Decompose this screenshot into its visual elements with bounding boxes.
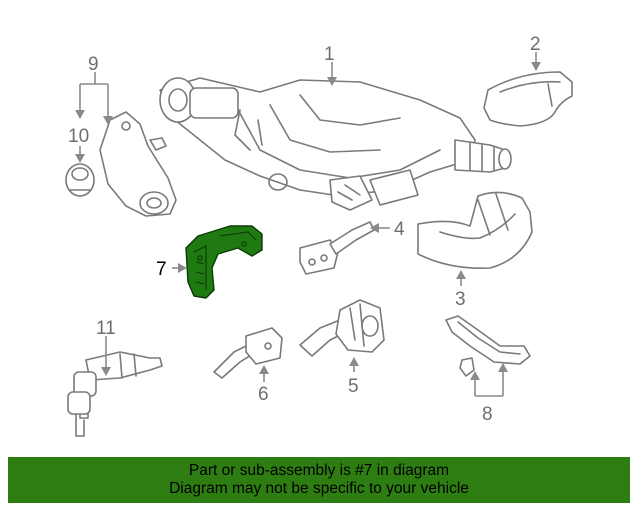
part-3-lower-shroud[interactable] [417,191,533,270]
part-10-lock-cylinder[interactable] [65,163,95,197]
part-9-ignition-housing[interactable] [99,111,177,217]
part-11-key-set[interactable] [67,351,163,437]
callout-11: 11 [96,318,116,339]
callout-3: 3 [455,289,466,310]
part-2-upper-shroud[interactable] [483,71,573,127]
banner-line-disclaimer: Diagram may not be specific to your vehi… [169,480,469,497]
part-6-wiper-lever[interactable] [213,327,283,379]
part-1-steering-column[interactable] [159,77,512,211]
callout-7: 7 [156,259,167,280]
callout-2: 2 [530,34,541,55]
steering-column-exploded-diagram: 1 2 3 4 5 6 7 8 9 10 11 [65,34,573,437]
callout-8: 8 [482,404,493,425]
diagram-notice-banner: Part or sub-assembly is #7 in diagram Di… [8,457,630,503]
part-8-trim-panel[interactable] [445,315,531,377]
callout-6: 6 [258,384,269,405]
part-4-turn-signal-switch[interactable] [299,221,375,275]
callout-4: 4 [394,219,405,240]
callout-9: 9 [88,54,99,75]
leader-lines [75,52,541,397]
callout-1: 1 [324,44,335,65]
callout-10: 10 [68,126,89,147]
part-5-wiper-switch[interactable] [299,299,385,357]
callout-5: 5 [348,376,359,397]
banner-line-part-number: Part or sub-assembly is #7 in diagram [188,462,450,479]
part-7-column-bracket[interactable] [185,225,263,299]
